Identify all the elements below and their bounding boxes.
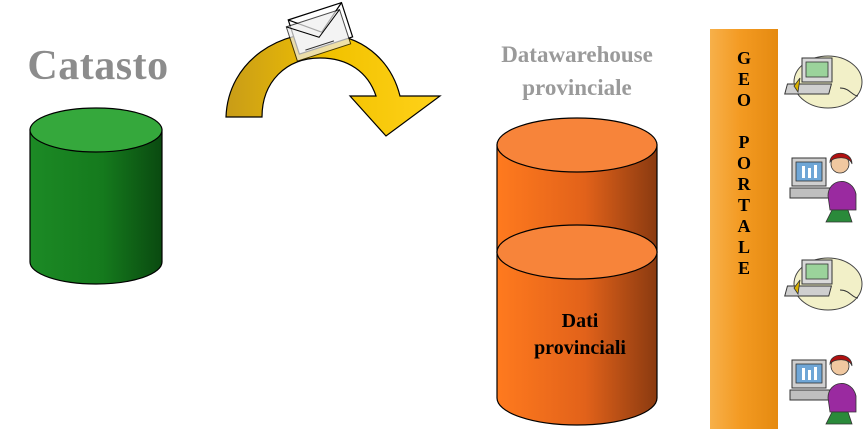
geo-portale-bar: [710, 29, 778, 429]
catasto-cylinder: [29, 107, 163, 285]
dati-provinciali-cylinder: [496, 224, 658, 426]
portale-letter: O: [736, 153, 751, 173]
datawarehouse-title: Datawarehouse provinciale: [462, 38, 692, 104]
portale-letter: L: [737, 237, 750, 257]
user-computer-icon: [789, 152, 857, 223]
transfer-arrow: [225, 32, 442, 137]
portale-letter: R: [737, 174, 751, 194]
portale-letter: O: [736, 90, 751, 110]
datawarehouse-title-line1: Datawarehouse: [501, 42, 653, 67]
user-computer-icon: [789, 354, 857, 425]
dati-provinciali-label: Dati provinciali: [500, 308, 660, 362]
portale-letter: G: [736, 48, 751, 68]
computer-icon: [784, 257, 863, 311]
envelope-icon: [285, 1, 354, 62]
catasto-title: Catasto: [27, 43, 169, 89]
portale-letter: E: [737, 258, 750, 278]
portale-letter: A: [737, 216, 751, 236]
computer-icon: [784, 55, 863, 109]
portale-letter-gap: [710, 111, 778, 132]
datawarehouse-title-line2: provinciale: [522, 75, 632, 100]
dati-label-line1: Dati: [561, 310, 599, 332]
portale-letter: T: [737, 195, 750, 215]
portale-letter: E: [737, 69, 750, 89]
dati-label-line2: provinciali: [534, 337, 626, 359]
portale-letter: P: [738, 132, 750, 152]
geo-portale-label: G E O P O R T A L E: [710, 48, 778, 279]
